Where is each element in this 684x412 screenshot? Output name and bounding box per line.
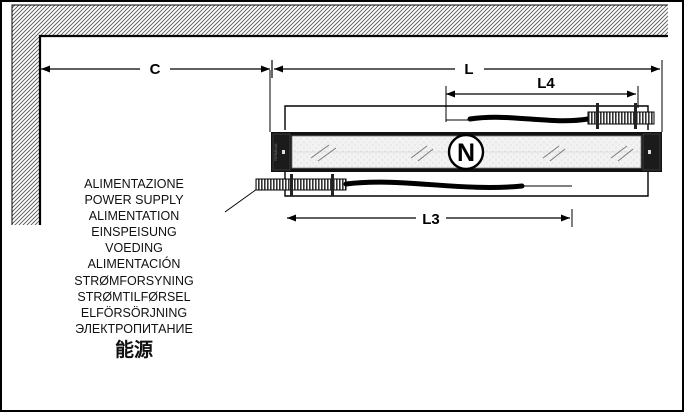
- dimension-l-label: L: [464, 61, 473, 78]
- supply-label-ru: ЭЛЕКТРОПИТАНИЕ: [75, 321, 193, 336]
- dimension-l3-label: L3: [422, 211, 440, 228]
- supply-label-da: STRØMFORSYNING: [74, 273, 194, 288]
- supply-label-zh: 能源: [114, 338, 153, 361]
- wall-edge: [38, 34, 668, 225]
- dimension-l3: L3: [287, 209, 573, 228]
- left-end-cap: TERMINAL: [272, 133, 291, 171]
- supply-label-de: EINSPEISUNG: [91, 225, 177, 240]
- ceiling-hatch: [11, 4, 668, 225]
- supply-label-en: POWER SUPPLY: [84, 193, 184, 208]
- supply-label-fr: ALIMENTATION: [88, 209, 180, 224]
- end-cap-text: TERMINAL: [274, 143, 278, 161]
- n-logo-icon: N: [447, 133, 485, 171]
- supply-label-no: STRØMTILFØRSEL: [77, 289, 191, 304]
- right-end-cap: [642, 133, 661, 171]
- dimension-l4: L4: [445, 75, 639, 122]
- heater-mark: N: [457, 139, 475, 167]
- dimension-l: L: [269, 60, 663, 132]
- dimension-c-label: C: [150, 61, 161, 78]
- supply-label-nl: VOEDING: [105, 241, 163, 256]
- upper-cable: [446, 103, 655, 129]
- lower-cable: [224, 174, 572, 213]
- power-supply-labels: ALIMENTAZIONE POWER SUPPLY ALIMENTATION …: [28, 176, 240, 362]
- glass-reflection-marks: [310, 144, 634, 162]
- supply-label-es: ALIMENTACIÓN: [87, 257, 181, 272]
- dimension-l4-label: L4: [537, 75, 555, 92]
- dimension-c: C: [41, 60, 273, 78]
- supply-label-it: ALIMENTAZIONE: [84, 177, 184, 191]
- supply-label-sv: ELFÖRSÖRJNING: [80, 305, 188, 320]
